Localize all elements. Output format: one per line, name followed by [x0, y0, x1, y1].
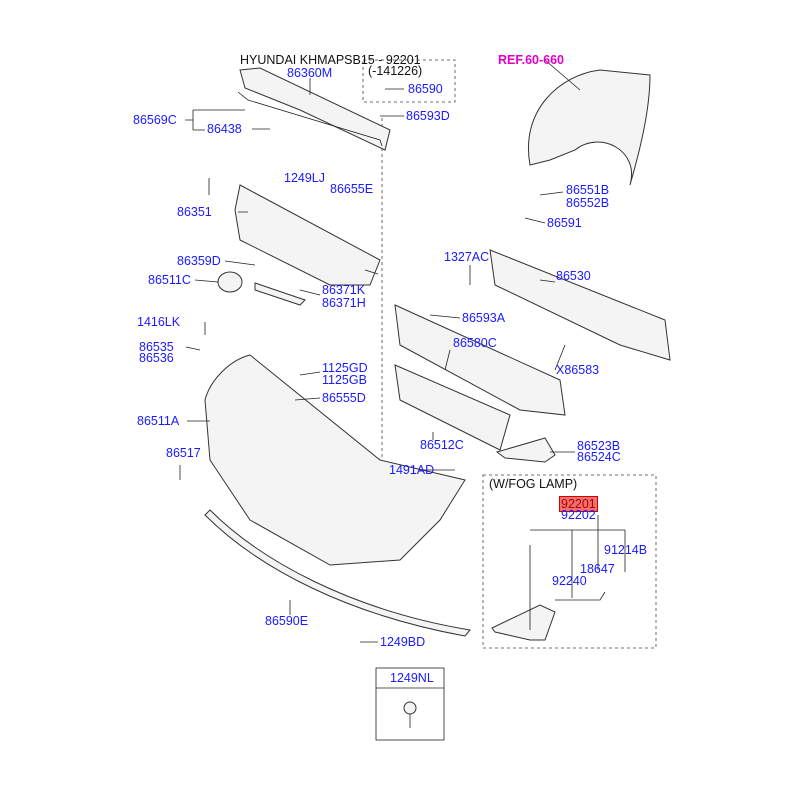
part-1491AD[interactable]: 1491AD	[389, 463, 435, 477]
part-1249BD[interactable]: 1249BD	[380, 635, 426, 649]
screw-icon	[403, 701, 417, 715]
part-92240[interactable]: 92240	[552, 574, 587, 588]
part-86371H[interactable]: 86371H	[322, 296, 366, 310]
ref-link[interactable]: REF.60-660	[498, 53, 565, 67]
upper-shroud	[239, 67, 391, 151]
part-86552B[interactable]: 86552B	[566, 196, 610, 210]
part-1125GD[interactable]: 1125GD	[322, 361, 368, 375]
wiring	[555, 591, 606, 601]
part-92202[interactable]: 92202	[561, 508, 596, 522]
fog-lamp-bezel	[491, 604, 556, 641]
seal-strip	[237, 91, 383, 147]
bolt-box	[375, 667, 445, 741]
part-86551B[interactable]: 86551B	[566, 183, 610, 197]
part-86591[interactable]: 86591	[547, 216, 582, 230]
bumper-cover	[204, 354, 466, 566]
part-86569C[interactable]: 86569C	[133, 113, 177, 127]
date-range-box	[362, 59, 456, 103]
part-86530[interactable]: 86530	[556, 269, 591, 283]
part-86590E[interactable]: 86590E	[265, 614, 309, 628]
date-note: (-141226)	[368, 64, 423, 78]
part-86593D[interactable]: 86593D	[406, 109, 450, 123]
part-86371K[interactable]: 86371K	[322, 283, 366, 297]
part-86351[interactable]: 86351	[177, 205, 212, 219]
part-86555D[interactable]: 86555D	[322, 391, 366, 405]
bumper-beam	[489, 249, 671, 361]
part-92201-highlighted[interactable]: 92201	[559, 496, 598, 512]
emblem	[217, 271, 243, 293]
part-1416LK[interactable]: 1416LK	[137, 315, 181, 329]
diagram-title: HYUNDAI KHMAPSB15 - 92201	[240, 53, 421, 67]
radiator-grille	[234, 184, 381, 286]
part-86438[interactable]: 86438	[207, 122, 242, 136]
part-86590[interactable]: 86590	[408, 82, 443, 96]
part-86580C[interactable]: 86580C	[453, 336, 497, 350]
part-X86583[interactable]: X86583	[556, 363, 600, 377]
part-86655E[interactable]: 86655E	[330, 182, 374, 196]
grille-molding	[254, 282, 306, 306]
part-86511A[interactable]: 86511A	[137, 414, 180, 428]
part-18647[interactable]: 18647	[580, 562, 615, 576]
part-86535[interactable]: 86535	[139, 340, 174, 354]
energy-absorber	[394, 304, 566, 416]
part-86360M[interactable]: 86360M	[287, 66, 333, 80]
part-86512C[interactable]: 86512C	[420, 438, 464, 452]
part-1327AC[interactable]: 1327AC	[444, 250, 490, 264]
fog-lamp-label: (W/FOG LAMP)	[489, 477, 578, 491]
fender	[528, 69, 651, 186]
fog-cover	[495, 437, 556, 463]
part-86536[interactable]: 86536	[139, 351, 174, 365]
part-86511C[interactable]: 86511C	[148, 273, 191, 287]
part-91214B[interactable]: 91214B	[604, 543, 648, 557]
part-86523B[interactable]: 86523B	[577, 439, 621, 453]
lower-lip	[204, 509, 471, 637]
fog-lamp-box	[482, 474, 657, 649]
part-1249NL[interactable]: 1249NL	[390, 671, 434, 685]
part-86359D[interactable]: 86359D	[177, 254, 221, 268]
part-1249LJ[interactable]: 1249LJ	[284, 171, 326, 185]
part-86517[interactable]: 86517	[166, 446, 201, 460]
part-86593A[interactable]: 86593A	[462, 311, 506, 325]
lower-grille	[394, 364, 511, 451]
part-1125GB[interactable]: 1125GB	[322, 373, 367, 387]
part-86524C[interactable]: 86524C	[577, 450, 621, 464]
